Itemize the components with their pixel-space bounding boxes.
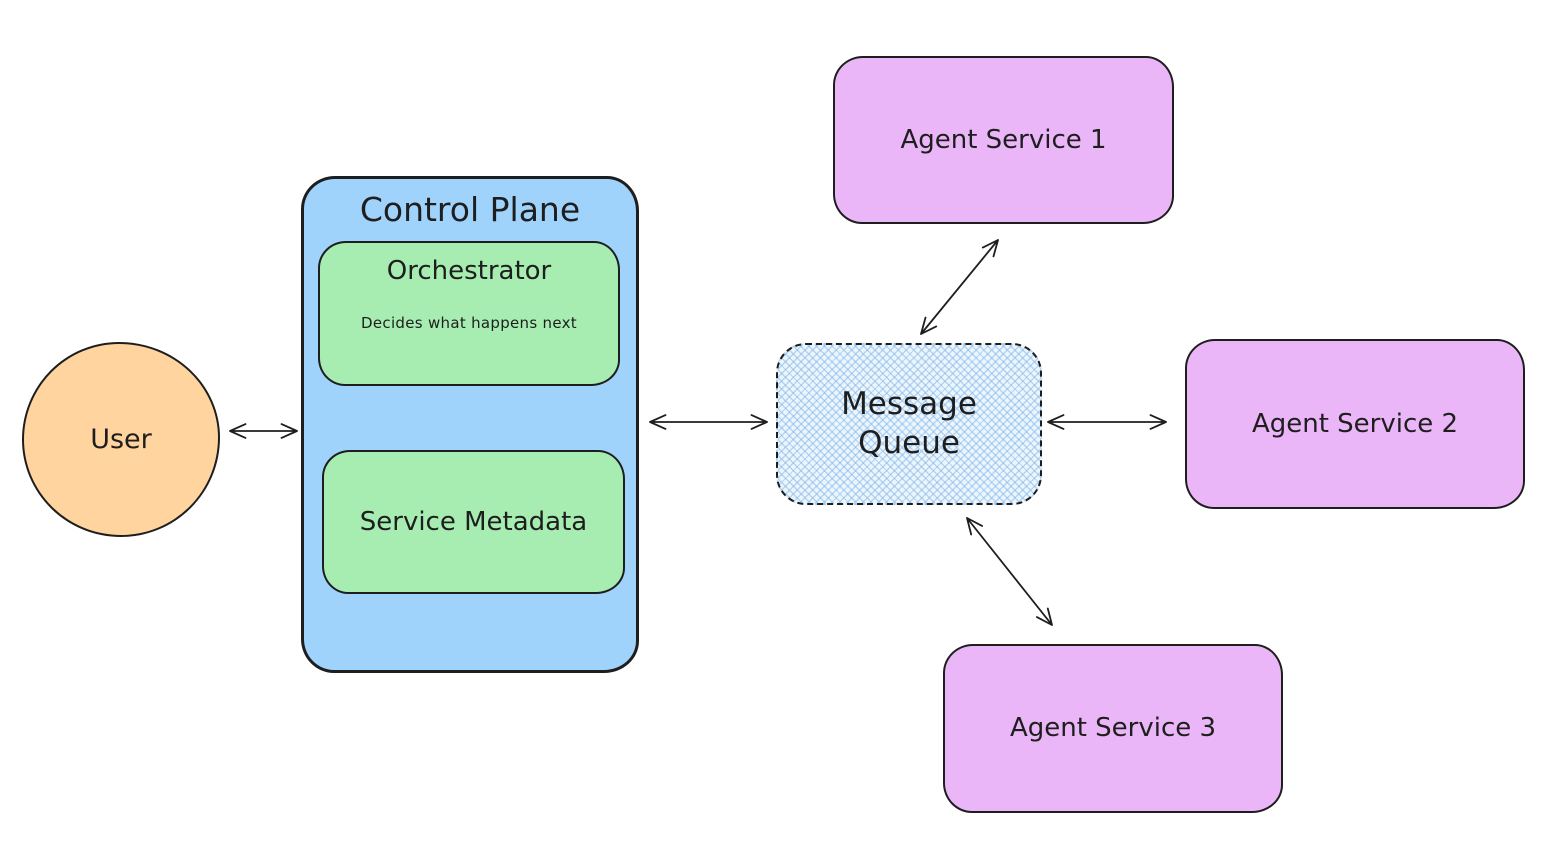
- arrow-message-queue-agent-3: [966, 517, 1053, 626]
- arrow-user-control-plane: [229, 423, 298, 439]
- node-agent-service-3: Agent Service 3: [943, 644, 1283, 813]
- node-agent-service-1-label: Agent Service 1: [900, 124, 1107, 155]
- node-service-metadata-label: Service Metadata: [359, 506, 588, 537]
- arrow-message-queue-agent-1: [920, 239, 999, 335]
- node-message-queue: Message Queue: [776, 343, 1042, 505]
- node-message-queue-label-line1: Message: [841, 386, 977, 423]
- node-user-label: User: [90, 423, 152, 455]
- node-orchestrator-description: Decides what happens next: [361, 313, 577, 332]
- node-orchestrator: Orchestrator Decides what happens next: [318, 241, 620, 386]
- node-orchestrator-label: Orchestrator: [386, 256, 552, 286]
- node-agent-service-2: Agent Service 2: [1185, 339, 1525, 509]
- node-message-queue-label-line2: Queue: [858, 425, 960, 461]
- arrow-message-queue-agent-2: [1047, 414, 1167, 430]
- node-service-metadata: Service Metadata: [322, 450, 625, 594]
- node-agent-service-1: Agent Service 1: [833, 56, 1174, 224]
- node-agent-service-3-label: Agent Service 3: [1009, 713, 1217, 744]
- node-user: User: [22, 342, 220, 537]
- node-control-plane-label: Control Plane: [359, 190, 581, 229]
- node-agent-service-2-label: Agent Service 2: [1251, 408, 1459, 439]
- arrow-control-plane-message-queue: [649, 414, 768, 430]
